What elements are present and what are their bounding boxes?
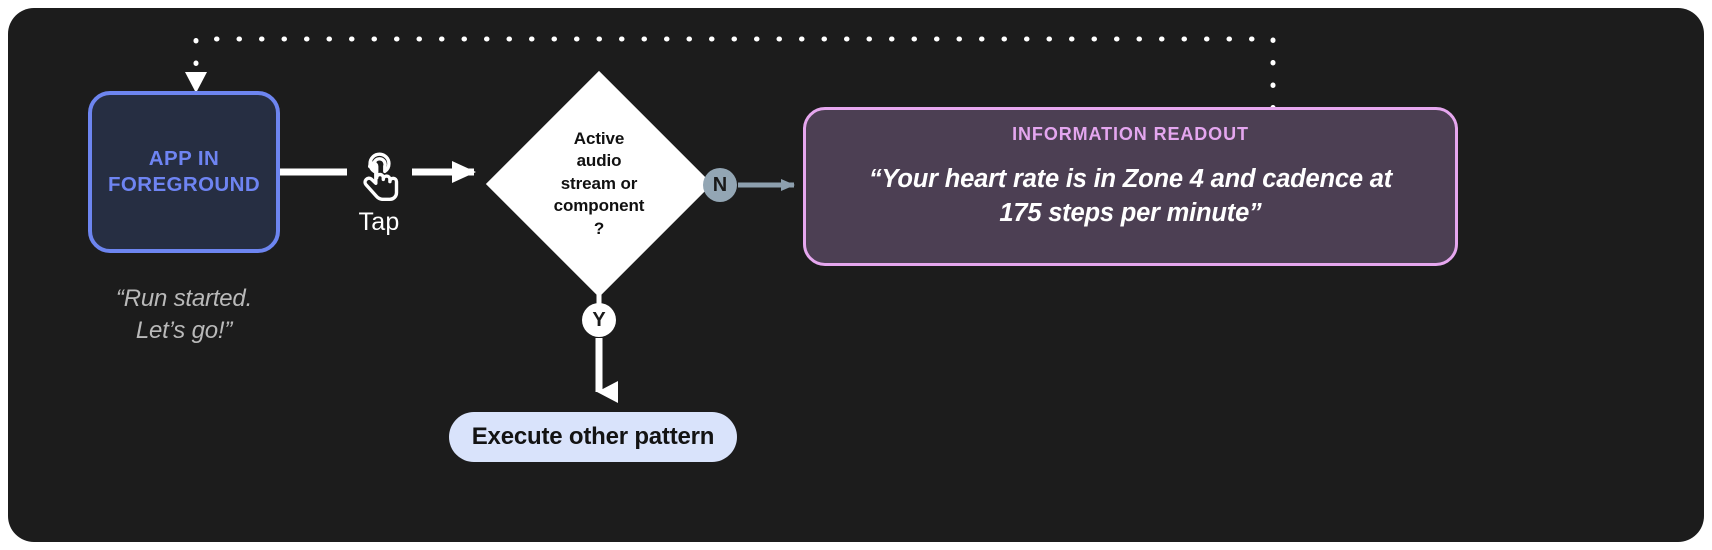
decision-line5: ? — [593, 218, 605, 238]
branch-badge-yes: Y — [582, 303, 616, 337]
readout-quote-line2: 175 steps per minute” — [999, 198, 1262, 227]
readout-quote: “Your heart rate is in Zone 4 and cadenc… — [832, 163, 1429, 230]
app-caption-line2: Let’s go!” — [135, 316, 233, 344]
decision-line4: component — [553, 196, 645, 216]
connector-layer — [185, 36, 1276, 403]
execute-pill-label: Execute other pattern — [471, 423, 715, 450]
branch-badge-no: N — [703, 168, 737, 202]
wire-readout-feedback-loop — [193, 36, 1276, 111]
feedback-arrowhead — [185, 72, 207, 93]
branch-badge-yes-label: Y — [592, 308, 606, 331]
app-caption-line1: “Run started. — [115, 285, 253, 312]
node-execute-other-pattern[interactable]: Execute other pattern — [449, 412, 737, 462]
decision-line2: audio — [576, 151, 622, 171]
node-information-readout[interactable]: INFORMATION READOUT “Your heart rate is … — [803, 107, 1458, 266]
branch-badge-no-label: N — [712, 173, 728, 196]
decision-line1: Active — [573, 128, 625, 148]
node-app-in-foreground[interactable]: APP IN FOREGROUND — [88, 91, 280, 253]
app-node-label-line1: APP IN — [148, 146, 220, 170]
decision-label: Active audio stream or component ? — [488, 73, 710, 295]
readout-title: INFORMATION READOUT — [1012, 124, 1249, 144]
tap-hand-icon — [363, 152, 399, 201]
tap-label: Tap — [358, 208, 400, 236]
node-decision-audio-stream[interactable]: Active audio stream or component ? — [485, 70, 713, 298]
decision-line3: stream or — [560, 173, 638, 193]
app-node-label: APP IN FOREGROUND — [108, 146, 260, 198]
diagram-board: APP IN FOREGROUND “Run started. Let’s go… — [8, 8, 1704, 542]
gesture-tap: Tap — [343, 151, 415, 237]
app-node-label-line2: FOREGROUND — [107, 173, 261, 196]
app-node-caption: “Run started. Let’s go!” — [68, 283, 300, 346]
readout-quote-line1: “Your heart rate is in Zone 4 and cadenc… — [868, 165, 1393, 193]
